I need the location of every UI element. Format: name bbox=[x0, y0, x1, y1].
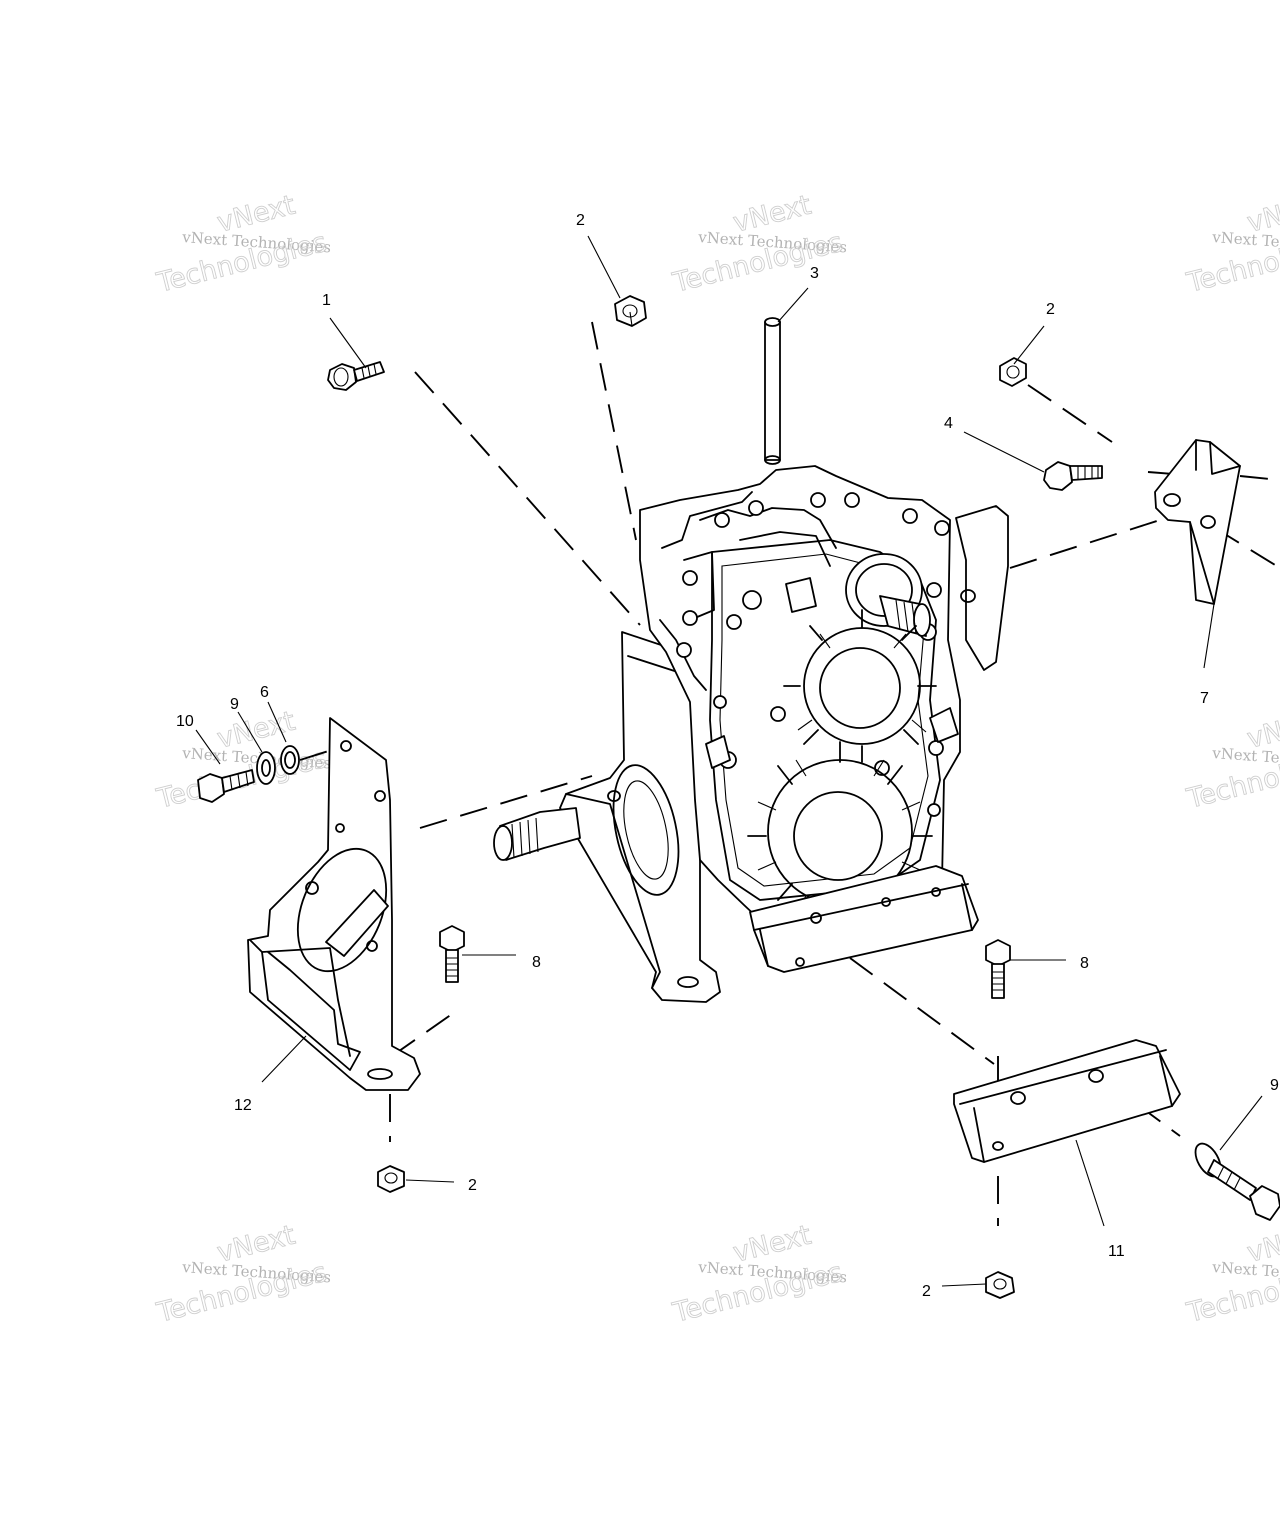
bracket-7 bbox=[1154, 439, 1241, 605]
nut-2-bottom-left bbox=[377, 1165, 405, 1193]
fill-plug bbox=[705, 735, 731, 769]
bolt-4 bbox=[1043, 461, 1103, 491]
callout-9-right: 9 bbox=[1270, 1077, 1279, 1094]
callout-2-bottom-left: 2 bbox=[468, 1177, 477, 1194]
callout-8-left: 8 bbox=[532, 954, 541, 971]
pin-3 bbox=[764, 317, 781, 465]
assembly-line-bracket7-c bbox=[1239, 475, 1280, 481]
callout-2-bottom-right: 2 bbox=[922, 1283, 931, 1300]
watermark: vNext vNext Technologies Technologies bbox=[1183, 1219, 1280, 1329]
assembly-line-shaft bbox=[419, 775, 593, 829]
breather bbox=[785, 577, 817, 613]
callout-9-left: 9 bbox=[230, 696, 239, 713]
bolt-1 bbox=[327, 361, 385, 391]
watermark: vNext vNext Technologies Technologies bbox=[669, 189, 848, 299]
callout-2-right: 2 bbox=[1046, 301, 1055, 318]
mount-plate-11 bbox=[953, 1039, 1181, 1163]
drain-plug bbox=[929, 707, 959, 743]
housing-side-bracket bbox=[955, 505, 1009, 671]
washer-6 bbox=[280, 745, 300, 775]
bolt-10 bbox=[197, 769, 255, 803]
callout-7: 7 bbox=[1200, 690, 1209, 707]
callout-labels: 1 2 3 2 4 7 10 9 6 8 8 12 2 11 2 9 bbox=[176, 212, 1279, 1300]
assembly-line-nut-right bbox=[1027, 384, 1113, 443]
gearbox-bottom-channel bbox=[749, 865, 979, 973]
callout-12: 12 bbox=[234, 1097, 252, 1114]
nut-2-bottom-right bbox=[985, 1271, 1015, 1299]
callout-4: 4 bbox=[944, 415, 953, 432]
callout-3: 3 bbox=[810, 265, 819, 282]
assembly-line-washer bbox=[299, 747, 339, 761]
bolt-8-right bbox=[985, 939, 1011, 999]
bolt-8-left bbox=[439, 925, 465, 983]
assembly-line-bolt1 bbox=[414, 371, 641, 626]
watermark: vNext vNext Technologies Technologies bbox=[669, 1219, 848, 1329]
watermark: vNext vNext Technologies Technologies bbox=[1183, 705, 1280, 815]
callout-6: 6 bbox=[260, 684, 269, 701]
watermark: vNext vNext Technologies Technologies bbox=[153, 189, 332, 299]
callout-1: 1 bbox=[322, 292, 331, 309]
assembly-line-nut-top bbox=[591, 321, 637, 541]
input-shaft bbox=[845, 553, 931, 637]
assembly-line-plate11 bbox=[849, 957, 995, 1065]
bracket-12 bbox=[247, 717, 421, 1091]
gearbox-housing bbox=[493, 465, 961, 1003]
assembly-line-bracket7 bbox=[1009, 519, 1161, 569]
callout-11: 11 bbox=[1108, 1243, 1125, 1260]
watermark: vNext vNext Technologies Technologies bbox=[153, 1219, 332, 1329]
assembly-line-bracket12 bbox=[391, 1013, 453, 1057]
callout-8-right: 8 bbox=[1080, 955, 1089, 972]
upper-gear-cover bbox=[783, 609, 937, 763]
callout-2-top: 2 bbox=[576, 212, 585, 229]
washer-bolt-9-right bbox=[1194, 1142, 1280, 1221]
watermark: vNext vNext Technologies Technologies bbox=[1183, 189, 1280, 299]
callout-leaders bbox=[195, 235, 1263, 1287]
nut-2-right bbox=[999, 357, 1027, 387]
callout-10: 10 bbox=[176, 713, 194, 730]
nut-2-top bbox=[614, 295, 647, 327]
washer-9 bbox=[256, 751, 276, 785]
